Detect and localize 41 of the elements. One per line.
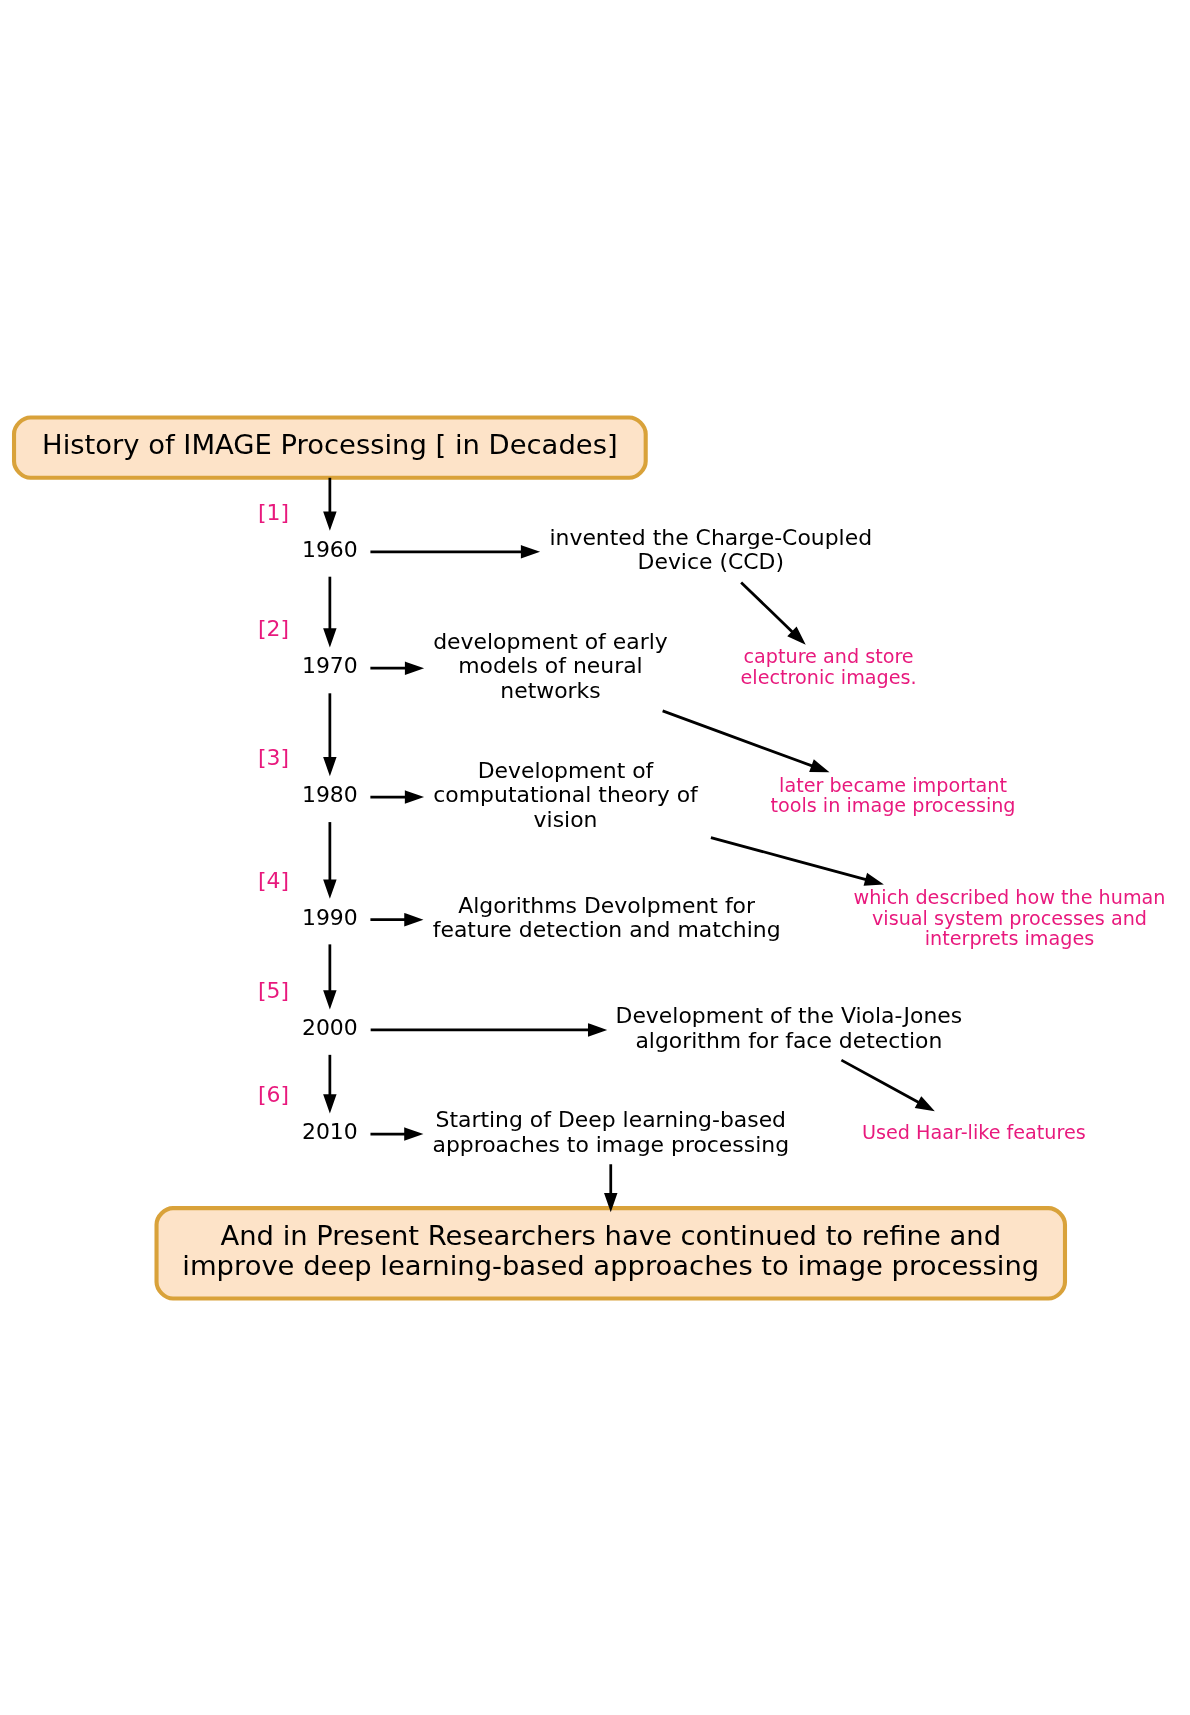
node-text: capture and store electronic images.	[740, 644, 917, 689]
arrow	[323, 692, 337, 776]
arrow	[370, 661, 425, 675]
node-text: Used Haar-like features	[861, 1120, 1086, 1144]
node-text: invented the Charge-Coupled Device (CCD)	[549, 524, 873, 574]
node-box: And in Present Researchers have continued to refine and improve deep learning-based approaches to image processing	[154, 1205, 1068, 1301]
node-text: Development of the Viola-Jones algorithm for face detection	[615, 1002, 963, 1052]
node-label: [5]	[257, 977, 289, 1003]
node-text: 2000	[301, 1014, 358, 1040]
node-text: Development of computational theory of vision	[433, 757, 698, 832]
node-label: [4]	[257, 867, 289, 893]
node-text: Starting of Deep learning-based approaches to image processing	[432, 1106, 790, 1157]
node-label: [1]	[257, 499, 289, 525]
arrow	[840, 1058, 935, 1111]
node-text: 1960	[301, 536, 358, 562]
arrow	[323, 576, 337, 647]
arrow	[740, 580, 806, 645]
arrow	[323, 1054, 337, 1113]
node-text: 2010	[301, 1118, 358, 1144]
arrow	[370, 912, 424, 926]
node-text: which described how the human visual system processes and interprets images	[853, 885, 1166, 950]
arrow	[323, 477, 337, 531]
node-label: [3]	[257, 744, 289, 770]
arrow	[604, 1163, 618, 1212]
arrow	[323, 821, 337, 899]
node-box: History of IMAGE Processing [ in Decades]	[12, 414, 648, 480]
arrow	[662, 709, 830, 772]
node-label: [2]	[257, 615, 289, 641]
node-text: development of early models of neural networks	[433, 628, 668, 703]
node-label: [6]	[257, 1081, 289, 1107]
node-text: 1990	[301, 904, 358, 930]
node-text: later became important tools in image processing	[770, 773, 1016, 817]
arrow	[370, 544, 541, 558]
node-text: 1980	[301, 781, 358, 807]
arrow	[710, 835, 884, 886]
arrow	[370, 1022, 608, 1037]
arrow	[323, 943, 337, 1009]
node-text: Algorithms Devolpment for feature detection and matching	[432, 892, 781, 942]
arrow	[370, 1126, 424, 1141]
node-text: 1970	[301, 652, 358, 678]
arrow	[370, 789, 425, 804]
